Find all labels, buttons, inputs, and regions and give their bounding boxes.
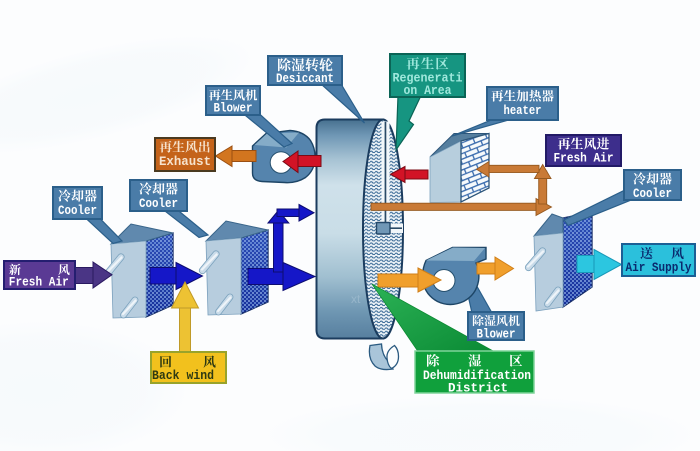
svg-text:Cooler: Cooler (139, 196, 178, 211)
svg-text:Cooler: Cooler (633, 186, 672, 201)
svg-text:Desiccant: Desiccant (276, 71, 334, 86)
svg-text:District: District (448, 381, 508, 396)
svg-text:xt: xt (351, 292, 361, 306)
svg-text:Exhaust: Exhaust (159, 154, 211, 169)
svg-text:Regenerati: Regenerati (393, 71, 463, 86)
svg-text:Cooler: Cooler (58, 203, 97, 218)
svg-text:heater: heater (504, 103, 542, 118)
svg-text:on Area: on Area (404, 83, 452, 98)
svg-text:Dehumidification: Dehumidification (423, 368, 531, 383)
svg-text:Air Supply: Air Supply (626, 260, 692, 275)
svg-text:Blower: Blower (477, 327, 516, 342)
svg-text:Blower: Blower (214, 101, 253, 116)
svg-text:Fresh Air: Fresh Air (9, 275, 69, 290)
svg-text:Back wind: Back wind (152, 368, 214, 383)
svg-text:Fresh Air: Fresh Air (554, 151, 614, 166)
